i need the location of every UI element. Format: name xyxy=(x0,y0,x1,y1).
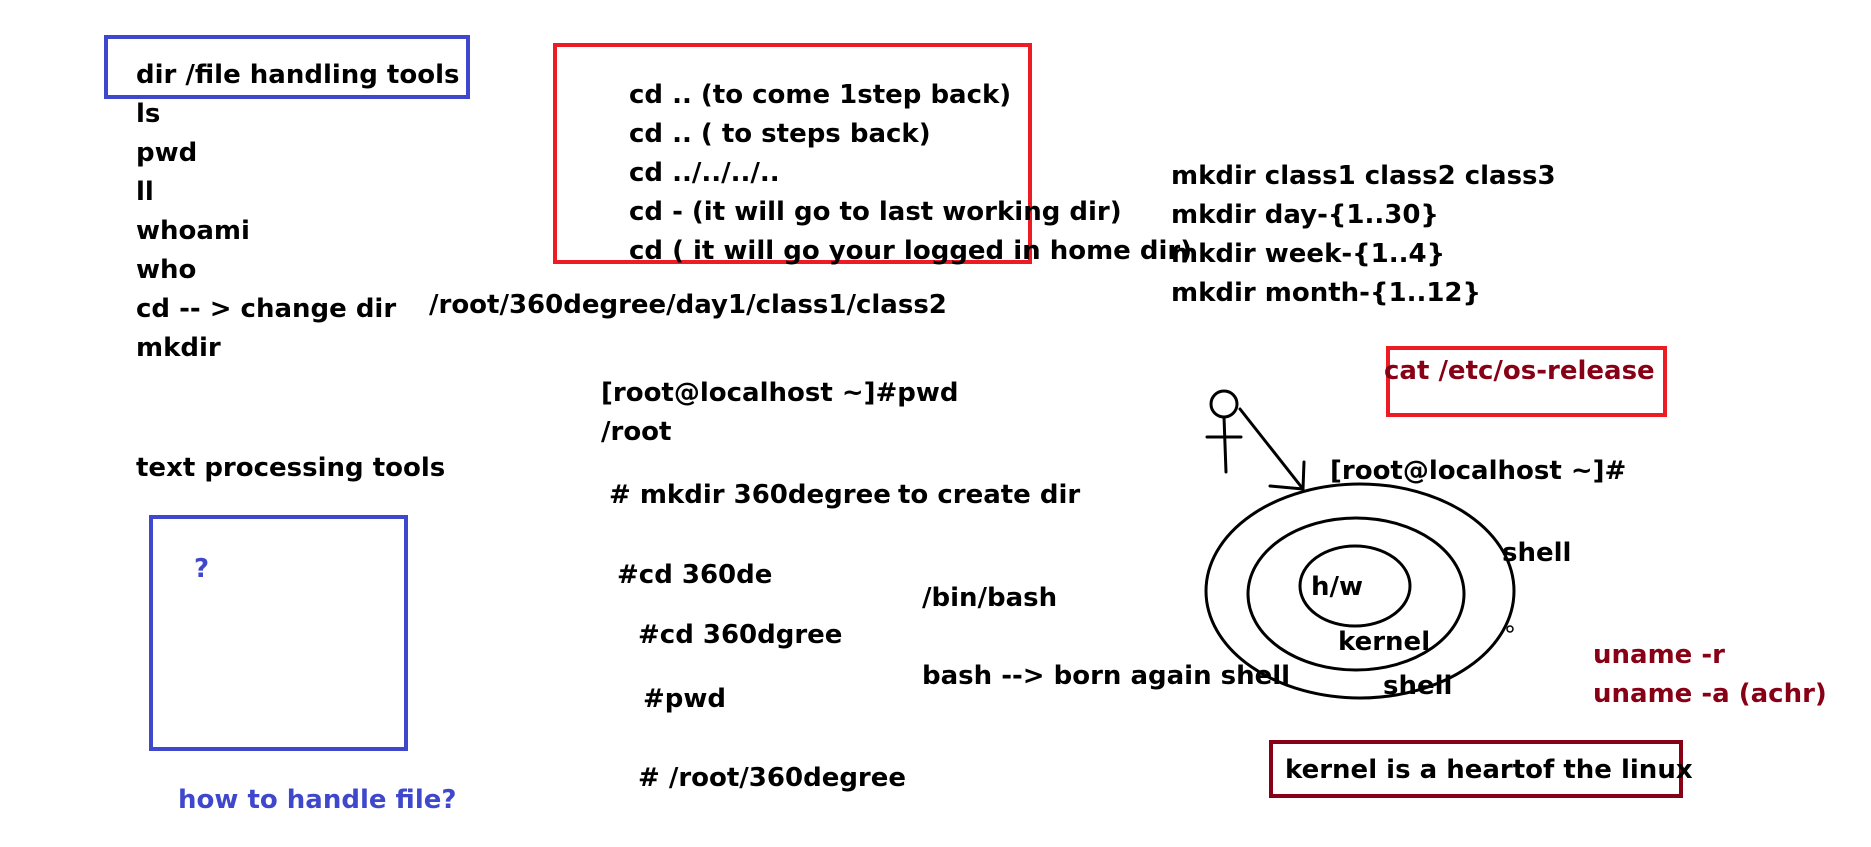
cd-notes-box xyxy=(553,43,1032,264)
shell-ellipse xyxy=(1204,482,1516,700)
shell-bottom-label: shell xyxy=(1383,671,1453,701)
pwd-result: # /root/360degree xyxy=(638,763,907,793)
tool-item: who xyxy=(136,255,197,285)
kernel-note-box xyxy=(1269,740,1683,798)
heading-box xyxy=(104,35,470,99)
mkdir-note: to create dir xyxy=(898,480,1081,510)
mkdir-example: mkdir week-{1..4} xyxy=(1171,239,1446,269)
handle-file-question: how to handle file? xyxy=(178,785,457,815)
tool-item: pwd xyxy=(136,138,198,168)
arrow-to-prompt xyxy=(1238,407,1306,491)
prompt-pwd: [root@localhost ~]#pwd xyxy=(601,378,959,408)
stick-figure-head xyxy=(1209,389,1239,419)
mkdir-examples-list: mkdir class1 class2 class3 mkdir day-{1.… xyxy=(1171,157,1556,313)
diagram-prompt: [root@localhost ~]# xyxy=(1330,456,1627,486)
cd-command-2: #cd 360dgree xyxy=(638,620,843,650)
mkdir-example: mkdir day-{1..30} xyxy=(1171,200,1439,230)
cd-note-line: cd .. (to come 1step back) xyxy=(629,80,1012,110)
kernel-ellipse xyxy=(1246,516,1466,672)
text-tools-box xyxy=(149,515,408,751)
cd-note-line: cd ../../../.. xyxy=(629,158,780,188)
question-mark: ? xyxy=(194,554,210,584)
dir-file-tools-list: dir /file handling tools ls pwd ll whoam… xyxy=(136,56,459,368)
tool-item: cd -- > change dir xyxy=(136,294,397,324)
text-tools-label: text processing tools xyxy=(136,453,446,483)
tool-item: ls xyxy=(136,99,161,129)
mkdir-example: mkdir class1 class2 class3 xyxy=(1171,161,1556,191)
arrow-shaft xyxy=(1238,407,1305,491)
cd-command-1: #cd 360de xyxy=(617,560,773,590)
bin-bash-note: /bin/bash xyxy=(922,583,1058,613)
stray-dot xyxy=(1506,625,1514,633)
os-release-box xyxy=(1386,346,1667,417)
bash-meaning-note: bash --> born again shell xyxy=(922,661,1291,691)
os-release-command: cat /etc/os-release xyxy=(1384,356,1655,386)
pwd-command: #pwd xyxy=(643,684,727,714)
uname-a-note: uname -a (achr) xyxy=(1593,679,1827,709)
pwd-output: /root xyxy=(601,417,672,447)
cd-notes-list: cd .. (to come 1step back) cd .. ( to st… xyxy=(629,76,1192,271)
kernel-label: kernel xyxy=(1338,627,1431,657)
cd-note-line: cd .. ( to steps back) xyxy=(629,119,931,149)
kernel-note: kernel is a heartof the linux xyxy=(1285,755,1693,785)
shell-label: shell xyxy=(1502,538,1572,568)
tool-item: whoami xyxy=(136,216,250,246)
cd-note-line: cd - (it will go to last working dir) xyxy=(629,197,1122,227)
mkdir-command: # mkdir 360degree xyxy=(609,480,891,510)
hardware-ellipse xyxy=(1298,544,1412,628)
mkdir-example: mkdir month-{1..12} xyxy=(1171,278,1482,308)
stick-figure-body xyxy=(1222,415,1228,474)
arrow-head xyxy=(1268,460,1306,491)
uname-r-note: uname -r xyxy=(1593,640,1725,670)
tool-item: mkdir xyxy=(136,333,221,363)
cd-note-line: cd ( it will go your logged in home dir) xyxy=(629,236,1193,266)
stick-figure xyxy=(1205,389,1243,474)
path-example: /root/360degree/day1/class1/class2 xyxy=(429,290,947,320)
dir-file-tools-heading: dir /file handling tools xyxy=(136,60,460,90)
hardware-label: h/w xyxy=(1311,572,1364,602)
tool-item: ll xyxy=(136,177,154,207)
concentric-ellipses xyxy=(1204,482,1516,700)
